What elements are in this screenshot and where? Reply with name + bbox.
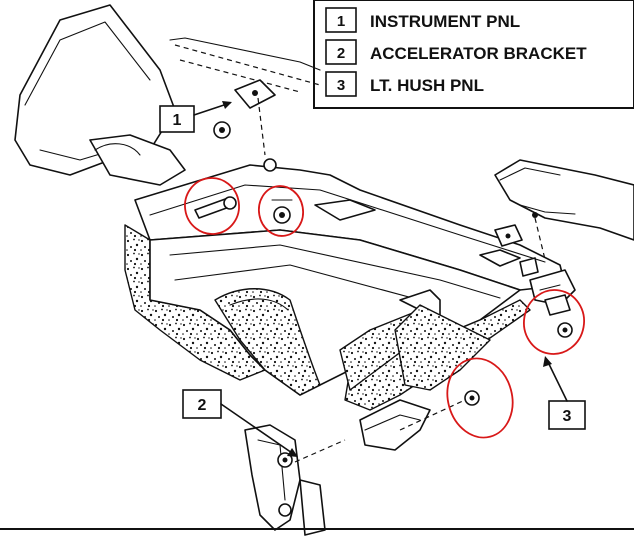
hush-panel-screw bbox=[544, 294, 573, 338]
lt-hush-panel bbox=[124, 164, 576, 451]
highlight-circle-hush-panel-screw bbox=[523, 289, 585, 355]
legend-item-instrument-panel: 1 INSTRUMENT PNL bbox=[325, 7, 520, 33]
clip-nut bbox=[271, 199, 293, 224]
right-bracket-nut bbox=[494, 224, 539, 277]
right-bracket-fragment bbox=[494, 159, 634, 301]
instrument-panel-fragment bbox=[14, 4, 321, 186]
highlight-circle-clip-nut bbox=[258, 185, 304, 237]
legend-label-lt-hush-panel: LT. HUSH PNL bbox=[370, 76, 484, 95]
legend: 1 INSTRUMENT PNL 2 ACCELERATOR BRACKET 3… bbox=[313, 0, 634, 109]
callout-number-1: 1 bbox=[173, 112, 182, 129]
callout-number-3: 3 bbox=[563, 408, 572, 425]
instrument-panel-fastener bbox=[213, 79, 277, 172]
legend-label-instrument-panel: INSTRUMENT PNL bbox=[370, 12, 520, 31]
callout-number-2: 2 bbox=[198, 397, 207, 414]
legend-number-2: 2 bbox=[337, 45, 345, 62]
highlight-circle-front-bolt bbox=[446, 357, 514, 439]
highlight-circle-long-screw bbox=[184, 177, 240, 235]
front-bolt bbox=[399, 390, 480, 431]
legend-number-1: 1 bbox=[337, 13, 345, 30]
legend-item-accelerator-bracket: 2 ACCELERATOR BRACKET bbox=[325, 39, 587, 65]
callout-3: 3 bbox=[543, 356, 586, 430]
accelerator-bracket bbox=[244, 424, 346, 536]
legend-item-lt-hush-panel: 3 LT. HUSH PNL bbox=[325, 71, 484, 97]
long-screw bbox=[194, 196, 237, 219]
callout-2: 2 bbox=[182, 389, 298, 457]
fasteners bbox=[194, 79, 573, 431]
callout-1: 1 bbox=[159, 101, 232, 133]
legend-label-accelerator-bracket: ACCELERATOR BRACKET bbox=[370, 44, 587, 63]
highlight-circles bbox=[184, 177, 585, 439]
legend-number-3: 3 bbox=[337, 77, 345, 94]
